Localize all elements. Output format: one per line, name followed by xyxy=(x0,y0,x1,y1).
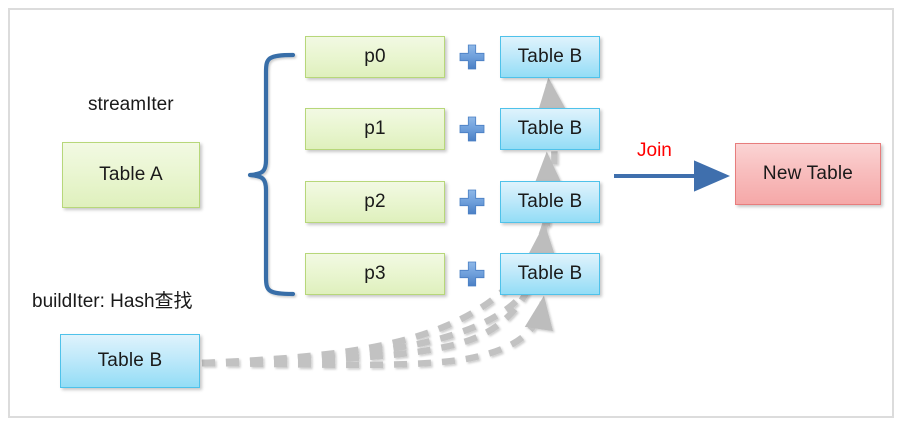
plus-icon xyxy=(459,189,485,215)
hash-lookup-curve-p2 xyxy=(201,223,556,367)
probe-table-b-box-p2[interactable]: Table B xyxy=(500,181,600,223)
partition-brace xyxy=(247,52,296,297)
partition-box-p3[interactable]: p3 xyxy=(305,253,445,295)
hash-lookup-curve-p3 xyxy=(201,295,554,369)
probe-table-b-box-p0[interactable]: Table B xyxy=(500,36,600,78)
build-iter-label: buildIter: Hash查找 xyxy=(32,291,193,312)
stream-iter-label: streamIter xyxy=(88,94,174,115)
plus-icon xyxy=(459,261,485,287)
join-label: Join xyxy=(637,140,672,161)
new-table-box[interactable]: New Table xyxy=(735,143,881,205)
table-a-box[interactable]: Table A xyxy=(62,142,200,208)
probe-table-b-box-p1[interactable]: Table B xyxy=(500,108,600,150)
partition-box-p0[interactable]: p0 xyxy=(305,36,445,78)
partition-box-p1[interactable]: p1 xyxy=(305,108,445,150)
probe-table-b-box-p3[interactable]: Table B xyxy=(500,253,600,295)
build-table-b-box[interactable]: Table B xyxy=(60,334,200,388)
plus-icon xyxy=(459,44,485,70)
plus-icon xyxy=(459,116,485,142)
partition-box-p2[interactable]: p2 xyxy=(305,181,445,223)
